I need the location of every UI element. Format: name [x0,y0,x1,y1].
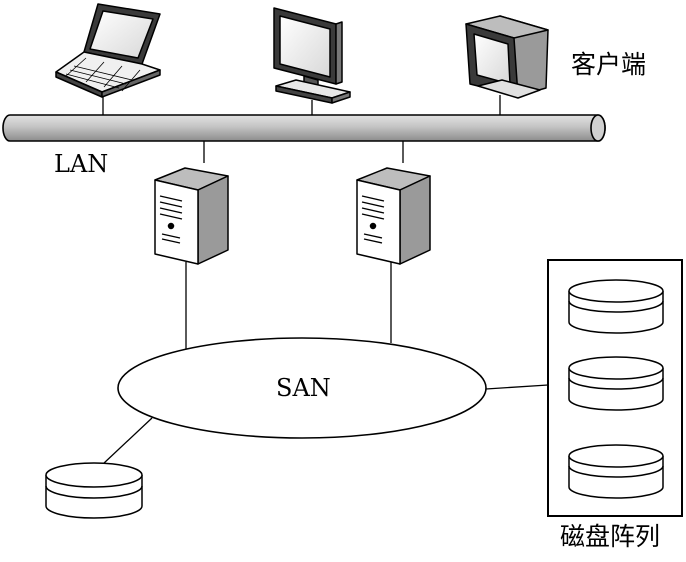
clients-label: 客户端 [571,50,646,79]
link-san-array [485,384,549,390]
server-tower-icon [356,167,431,265]
disk-icon [568,279,664,334]
connection-lines [102,94,549,465]
flat-monitor-icon [273,7,351,104]
san-label: SAN [276,374,331,402]
lan-bus [2,114,606,142]
disk-icon [568,356,664,411]
lan-label: LAN [54,150,108,178]
link-san-disk [102,417,153,465]
crt-monitor-icon [465,15,549,99]
laptop-icon [55,3,161,98]
disk-array-label: 磁盘阵列 [560,522,660,551]
san-cloud [117,337,487,439]
server-tower-icon [154,167,229,265]
disk-icon [45,462,143,519]
disk-icon [568,444,664,499]
